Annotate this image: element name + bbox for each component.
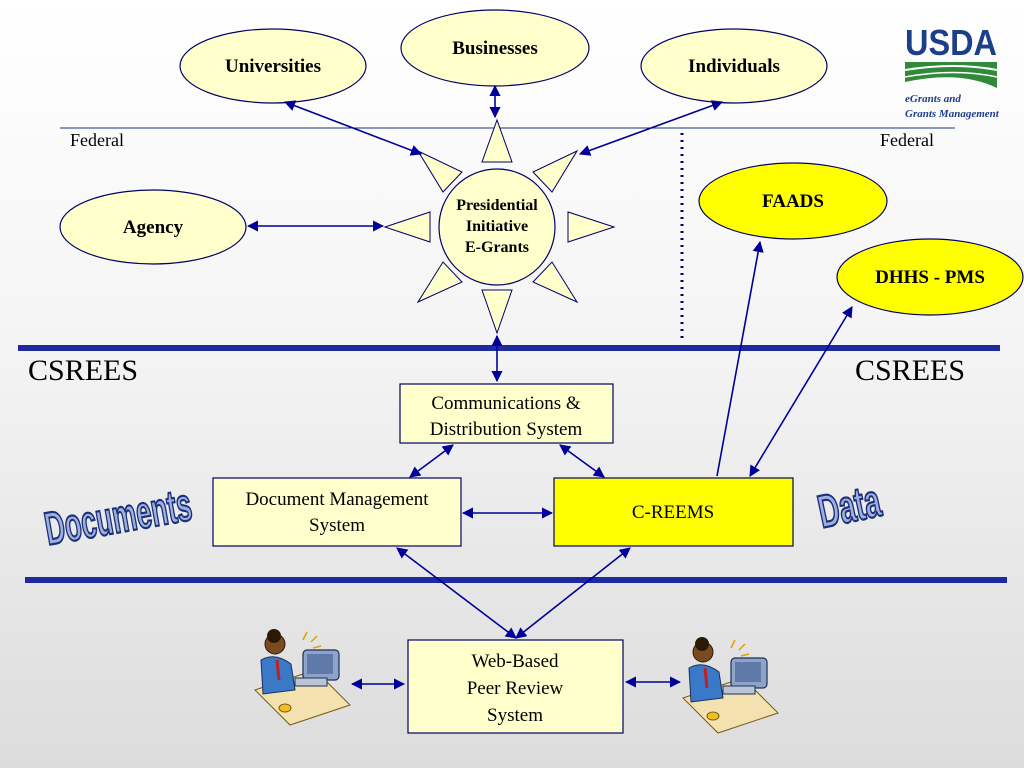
presidential-line-2: Initiative — [466, 218, 528, 235]
presidential-line-1: Presidential — [456, 197, 538, 214]
faads-node: FAADS — [698, 162, 888, 240]
csrees-top-rule — [18, 345, 1000, 351]
usda-logo-swoosh — [905, 62, 997, 88]
peer-review-line-1: Web-Based — [471, 651, 559, 672]
arrow-creems-faads — [716, 240, 764, 477]
arrow-universities-presidential — [283, 100, 423, 156]
communications-line-1: Communications & — [431, 393, 581, 414]
reviewer-right-clipart — [682, 637, 779, 734]
communications-node: Communications & Distribution System — [399, 383, 614, 444]
usda-logo: USDA eGrants and Grants Management — [904, 22, 1000, 120]
dhhs-pms-label: DHHS - PMS — [875, 267, 985, 288]
agency-node: Agency — [59, 189, 247, 265]
peer-review-line-3: System — [487, 705, 543, 726]
arrow-creems-dhhs — [749, 306, 853, 477]
document-management-line-1: Document Management — [245, 489, 429, 510]
csrees-bottom-rule — [25, 577, 1007, 583]
peer-review-node: Web-Based Peer Review System — [407, 639, 624, 734]
dhhs-pms-node: DHHS - PMS — [836, 238, 1024, 316]
universities-node: Universities — [179, 28, 367, 104]
arrow-creems-peer — [515, 547, 631, 639]
document-management-node: Document Management System — [212, 477, 462, 547]
c-reems-label: C-REEMS — [632, 502, 714, 523]
federal-label-left: Federal — [70, 130, 124, 150]
businesses-label: Businesses — [452, 38, 538, 59]
arrow-communications-creems — [559, 444, 605, 478]
csrees-label-left: CSREES — [28, 354, 138, 387]
agency-label: Agency — [123, 217, 184, 238]
usda-logo-text: USDA — [905, 22, 997, 63]
peer-review-line-2: Peer Review — [467, 678, 564, 699]
arrow-communications-dms — [409, 444, 454, 478]
universities-label: Universities — [225, 56, 321, 77]
usda-subtitle-line-2: Grants Management — [905, 108, 1000, 120]
presidential-line-3: E-Grants — [465, 239, 529, 256]
documents-wordart: Documents — [41, 480, 196, 556]
csrees-label-right: CSREES — [855, 354, 965, 387]
faads-label: FAADS — [762, 191, 824, 212]
businesses-node: Businesses — [400, 9, 590, 87]
data-wordart: Data — [814, 475, 886, 539]
presidential-initiative-node: Presidential Initiative E-Grants — [438, 168, 556, 286]
individuals-label: Individuals — [688, 56, 780, 77]
federal-label-right: Federal — [880, 130, 934, 150]
arrow-dms-peer — [396, 547, 517, 639]
c-reems-node: C-REEMS — [553, 477, 794, 547]
arrow-individuals-presidential — [578, 100, 724, 156]
communications-line-2: Distribution System — [430, 419, 583, 440]
individuals-node: Individuals — [640, 28, 828, 104]
reviewer-left-clipart — [254, 629, 351, 726]
document-management-line-2: System — [309, 515, 365, 536]
usda-subtitle-line-1: eGrants and — [905, 93, 961, 105]
sun-rays — [383, 118, 616, 335]
